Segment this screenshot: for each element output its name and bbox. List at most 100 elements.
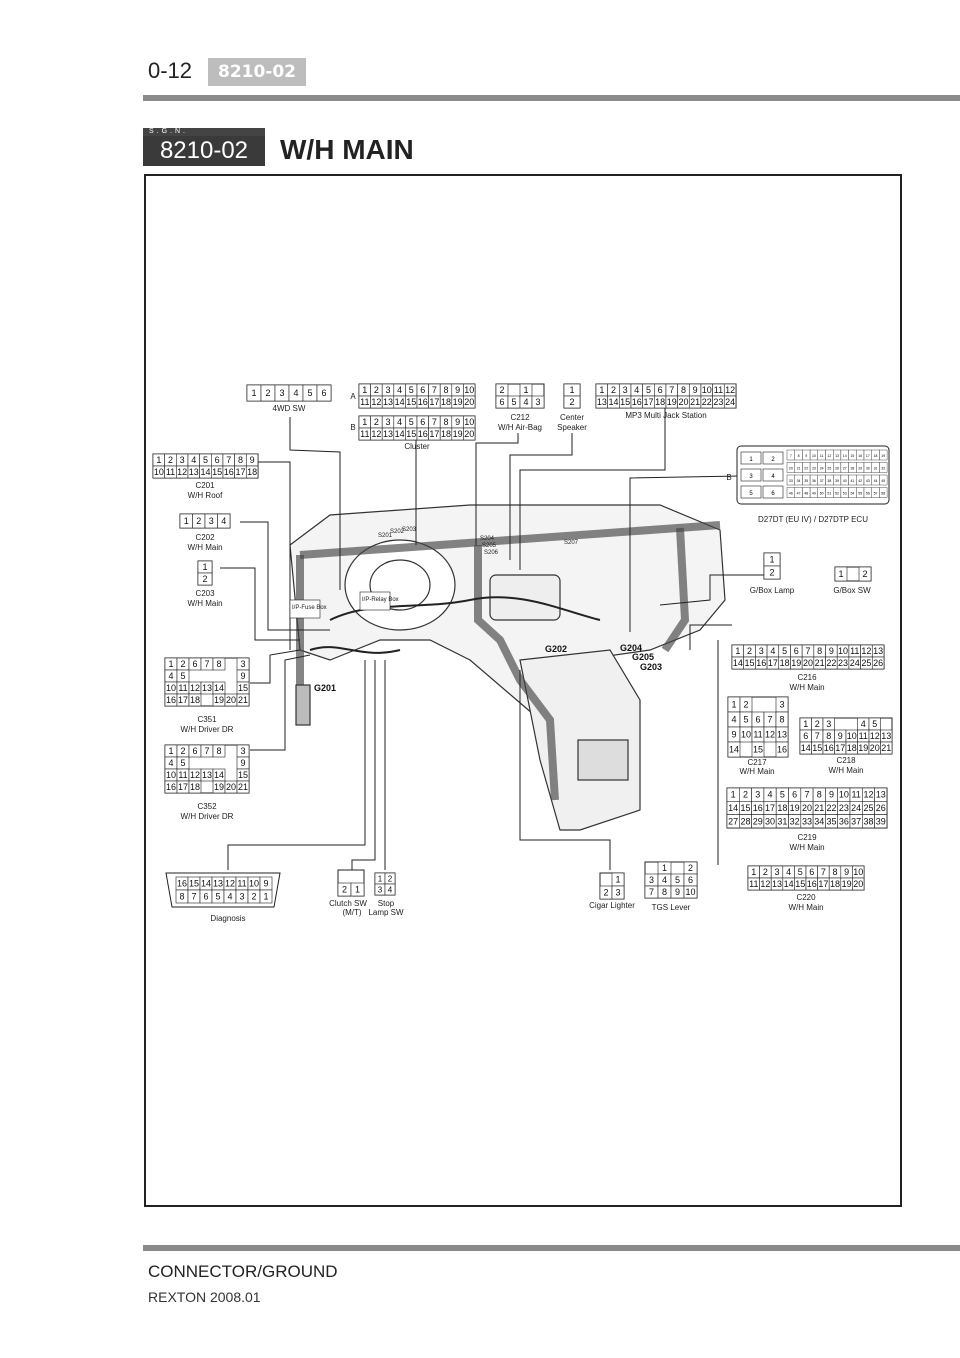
section-tag: 8210-02	[208, 58, 306, 86]
pin-number: 17	[178, 695, 188, 705]
pin-number: 6	[755, 715, 760, 725]
pin-number: 33	[789, 479, 793, 483]
pin-number: 35	[804, 479, 808, 483]
footer-model: REXTON 2008.01	[148, 1289, 261, 1305]
pin-number: 3	[779, 700, 784, 710]
pin-number: 13	[777, 730, 787, 740]
pin-number: 9	[240, 671, 245, 681]
pin-number: 10	[741, 730, 751, 740]
pin-number: 20	[464, 397, 474, 407]
pin-cell	[762, 468, 784, 482]
pin-number: 57	[874, 492, 878, 496]
pin-number: 8	[179, 892, 184, 902]
pin-number: 18	[441, 429, 451, 439]
footer-label: CONNECTOR/GROUND	[148, 1262, 338, 1281]
caption-glamp: G/Box Lamp	[750, 586, 795, 595]
pin-cell	[858, 566, 872, 582]
splice-s201: S201	[378, 533, 393, 539]
pin-number: 1	[731, 790, 736, 800]
pin-number: 18	[780, 658, 790, 668]
pin-number: 22	[826, 658, 836, 668]
pin-cell	[217, 513, 231, 529]
relay-box-label: I/P-Relay Box	[362, 597, 399, 603]
pin-number: 2	[763, 867, 768, 877]
caption-diagnosis: Diagnosis	[210, 914, 245, 923]
pin-number: 18	[655, 397, 665, 407]
pin-number: 17	[765, 803, 775, 813]
pin-number: 8	[238, 455, 243, 465]
pin-number: 1	[263, 892, 268, 902]
pin-number: 20	[870, 743, 880, 753]
caption-c218-name: W/H Main	[828, 766, 863, 775]
pin-cell	[727, 741, 741, 758]
pin-number: 21	[814, 803, 824, 813]
caption-stop-2: Lamp SW	[368, 908, 404, 917]
pin-number: 23	[838, 658, 848, 668]
pin-number: 37	[820, 479, 824, 483]
pin-number: 21	[815, 658, 825, 668]
pin-number: 18	[190, 695, 200, 705]
pin-number: 5	[743, 715, 748, 725]
pin-number: 19	[858, 743, 868, 753]
pin-number: 13	[383, 429, 393, 439]
pin-number: 26	[835, 467, 839, 471]
pin-number: 15	[189, 879, 199, 889]
pin-number: 7	[790, 454, 792, 458]
pin-number: 10	[839, 790, 849, 800]
pin-number: 1	[751, 867, 756, 877]
pin-cell	[834, 566, 848, 582]
pin-number: 7	[432, 385, 437, 395]
pin-number: 10	[847, 731, 857, 741]
pin-number: 1	[362, 417, 367, 427]
pin-number: 2	[374, 417, 379, 427]
pin-number: 13	[835, 454, 839, 458]
caption-center-2: Speaker	[557, 423, 587, 432]
pin-number: 10	[166, 770, 176, 780]
pin-number: 6	[215, 455, 220, 465]
pin-number: 32	[881, 467, 885, 471]
splice-s207: S207	[564, 540, 579, 546]
pin-number: 10	[812, 454, 816, 458]
caption-c203-code: C203	[195, 589, 215, 598]
pin-number: 11	[850, 646, 859, 656]
pin-number: 1	[168, 746, 173, 756]
caption-c217-name: W/H Main	[739, 767, 774, 776]
pin-number: 4	[227, 892, 232, 902]
caption-gsw: G/Box SW	[833, 586, 871, 595]
pin-number: 27	[843, 467, 847, 471]
caption-c352-name: W/H Driver DR	[181, 812, 234, 821]
pin-number: 5	[180, 758, 185, 768]
pin-number: 9	[675, 887, 680, 897]
pin-number: 10	[685, 887, 695, 897]
pin-number: 6	[321, 388, 326, 398]
pin-number: 6	[499, 397, 504, 407]
pin-number: 19	[453, 397, 463, 407]
pin-number: 8	[216, 659, 221, 669]
pin-number: 2	[342, 885, 347, 895]
pin-number: 12	[863, 790, 873, 800]
pin-number: 10	[154, 467, 164, 477]
pin-number: 4	[634, 385, 639, 395]
pin-cell	[384, 883, 396, 896]
pin-number: 3	[279, 388, 284, 398]
pin-number: 3	[623, 385, 628, 395]
caption-center-1: Center	[560, 413, 584, 422]
pin-number: 8	[662, 887, 667, 897]
pin-number: 39	[876, 816, 886, 826]
pin-number: 12	[371, 429, 381, 439]
pin-number: 8	[826, 731, 831, 741]
caption-c212-code: C212	[510, 413, 530, 422]
pin-number: 20	[226, 782, 236, 792]
bottom-divider	[143, 1245, 960, 1251]
pin-number: 16	[166, 695, 176, 705]
pin-cell	[350, 882, 365, 897]
splice-s202: S202	[390, 529, 405, 535]
pin-number: 9	[250, 455, 255, 465]
pin-number: 4	[731, 715, 736, 725]
pin-number: 9	[838, 731, 843, 741]
section-code-badge: 8210-02	[143, 136, 265, 166]
pin-number: 8	[443, 385, 448, 395]
pin-number: 11	[178, 683, 187, 693]
